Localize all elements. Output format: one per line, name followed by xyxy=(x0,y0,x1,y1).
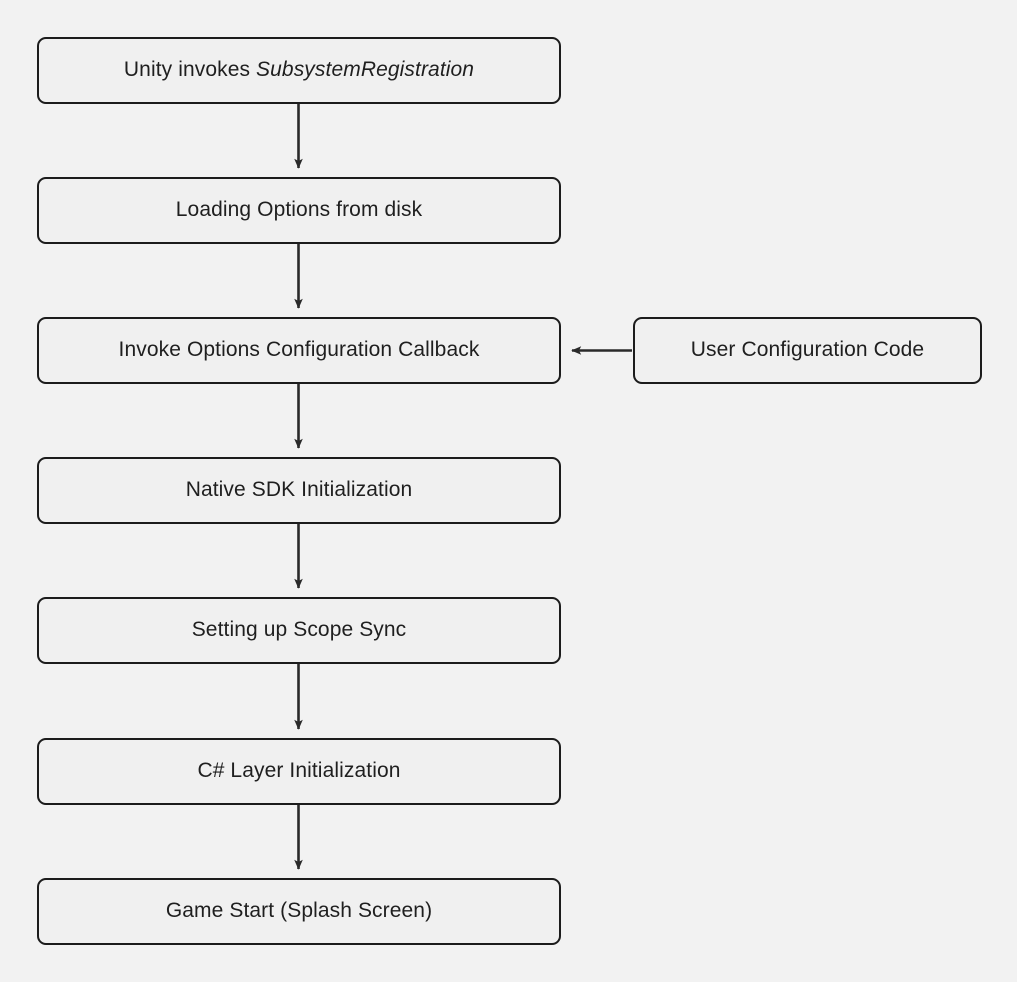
node-label: Game Start (Splash Screen) xyxy=(165,899,433,923)
node-native-sdk-init[interactable]: Native SDK Initialization xyxy=(37,457,561,524)
node-subsystem-registration[interactable]: Unity invokes SubsystemRegistration xyxy=(37,37,561,104)
node-label: Invoke Options Configuration Callback xyxy=(118,338,480,362)
node-label: C# Layer Initialization xyxy=(197,759,401,783)
node-csharp-layer-init[interactable]: C# Layer Initialization xyxy=(37,738,561,805)
node-label: Setting up Scope Sync xyxy=(191,618,407,642)
node-loading-options[interactable]: Loading Options from disk xyxy=(37,177,561,244)
node-label-prefix: Unity invokes xyxy=(123,58,257,82)
node-game-start[interactable]: Game Start (Splash Screen) xyxy=(37,878,561,945)
node-user-configuration-code[interactable]: User Configuration Code xyxy=(633,317,982,384)
node-invoke-options-callback[interactable]: Invoke Options Configuration Callback xyxy=(37,317,561,384)
node-label: Unity invokes SubsystemRegistration xyxy=(124,57,474,83)
node-scope-sync[interactable]: Setting up Scope Sync xyxy=(37,597,561,664)
node-label: User Configuration Code xyxy=(690,338,925,362)
node-label: Native SDK Initialization xyxy=(185,478,413,502)
node-label: Loading Options from disk xyxy=(175,198,423,222)
node-label-emphasis: SubsystemRegistration xyxy=(256,58,475,82)
